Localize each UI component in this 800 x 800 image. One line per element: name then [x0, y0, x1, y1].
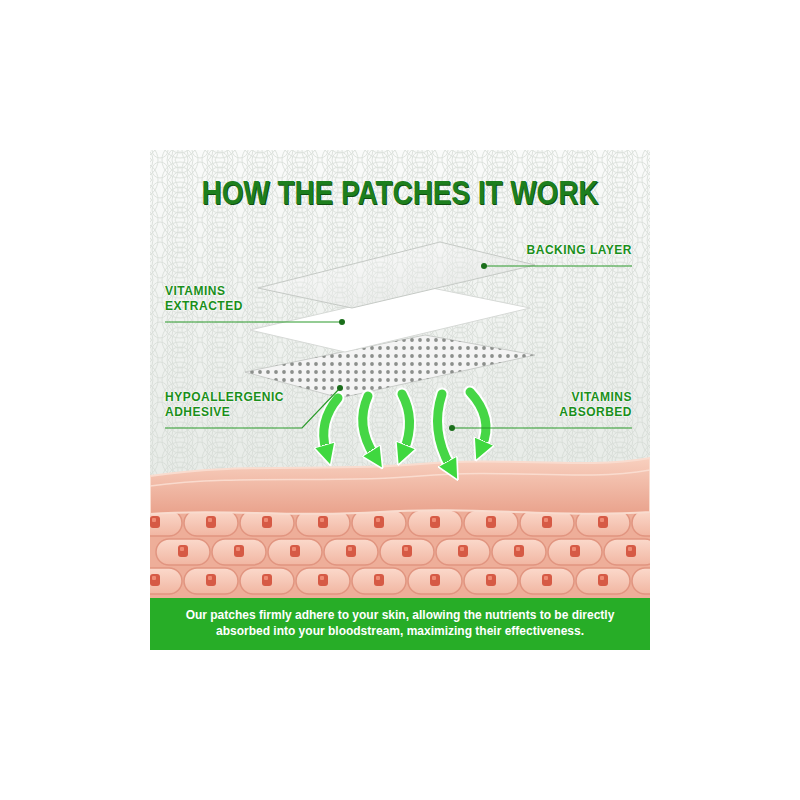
skin-cell [436, 539, 490, 565]
skin-cell [324, 539, 378, 565]
skin-cell [632, 510, 650, 536]
leader-line [165, 388, 340, 428]
caption-text: Our patches firmly adhere to your skin, … [150, 598, 650, 650]
absorption-arrow [402, 394, 410, 450]
skin-cell [212, 539, 266, 565]
skin-cell [464, 510, 518, 536]
arrow-outline [438, 394, 451, 466]
skin-cell [492, 539, 546, 565]
callout-label: VITAMINS EXTRACTED [165, 284, 243, 314]
leader-line [484, 265, 632, 266]
adhesive-layer [245, 335, 535, 398]
leader-dots [337, 263, 487, 431]
skin-cell [408, 568, 462, 594]
leader-line [165, 321, 342, 322]
skin-cell [632, 568, 650, 594]
skin-cell [184, 568, 238, 594]
backing-texture [258, 242, 535, 308]
skin-cell [380, 539, 434, 565]
backing-layer [258, 242, 535, 308]
absorption-arrows [324, 392, 486, 466]
skin-cell [156, 539, 210, 565]
skin-cell [604, 539, 650, 565]
skin-cell [464, 568, 518, 594]
absorption-arrow [324, 398, 338, 450]
leader-dot [339, 319, 345, 325]
skin-cell [352, 568, 406, 594]
cell-layer [150, 505, 650, 605]
arrow-outline [402, 394, 410, 450]
skin-cell [240, 568, 294, 594]
leader-dot [337, 385, 343, 391]
diagram-title: HOW THE PATCHES IT WORK [201, 172, 598, 213]
wave-pattern [150, 150, 650, 490]
callout-label: VITAMINS ABSORBED [559, 390, 632, 420]
leader-lines [165, 266, 632, 428]
background-panel [150, 150, 650, 490]
skin-cell [576, 568, 630, 594]
skin-cells [150, 510, 650, 594]
leader-dot [449, 425, 455, 431]
skin-cell [408, 510, 462, 536]
skin-cell [268, 539, 322, 565]
callout-label: BACKING LAYER [527, 243, 632, 258]
arrow-outline [363, 396, 374, 455]
arrow-outline [324, 398, 338, 450]
skin-cell [184, 510, 238, 536]
skin-cell [520, 568, 574, 594]
leader-line [452, 427, 632, 428]
skin-highlight [150, 470, 650, 486]
leader-dot [481, 263, 487, 269]
absorption-arrow [363, 396, 374, 455]
adhesive-dots [245, 335, 535, 398]
skin-cell [548, 539, 602, 565]
skin-cell [296, 568, 350, 594]
callout-label: HYPOALLERGENIC ADHESIVE [165, 390, 284, 420]
skin-surface [150, 458, 650, 514]
absorption-arrow [470, 392, 486, 446]
skin-cell [150, 568, 182, 594]
arrow-outline [470, 392, 486, 446]
absorption-arrow [438, 394, 451, 466]
background-group [150, 150, 650, 605]
